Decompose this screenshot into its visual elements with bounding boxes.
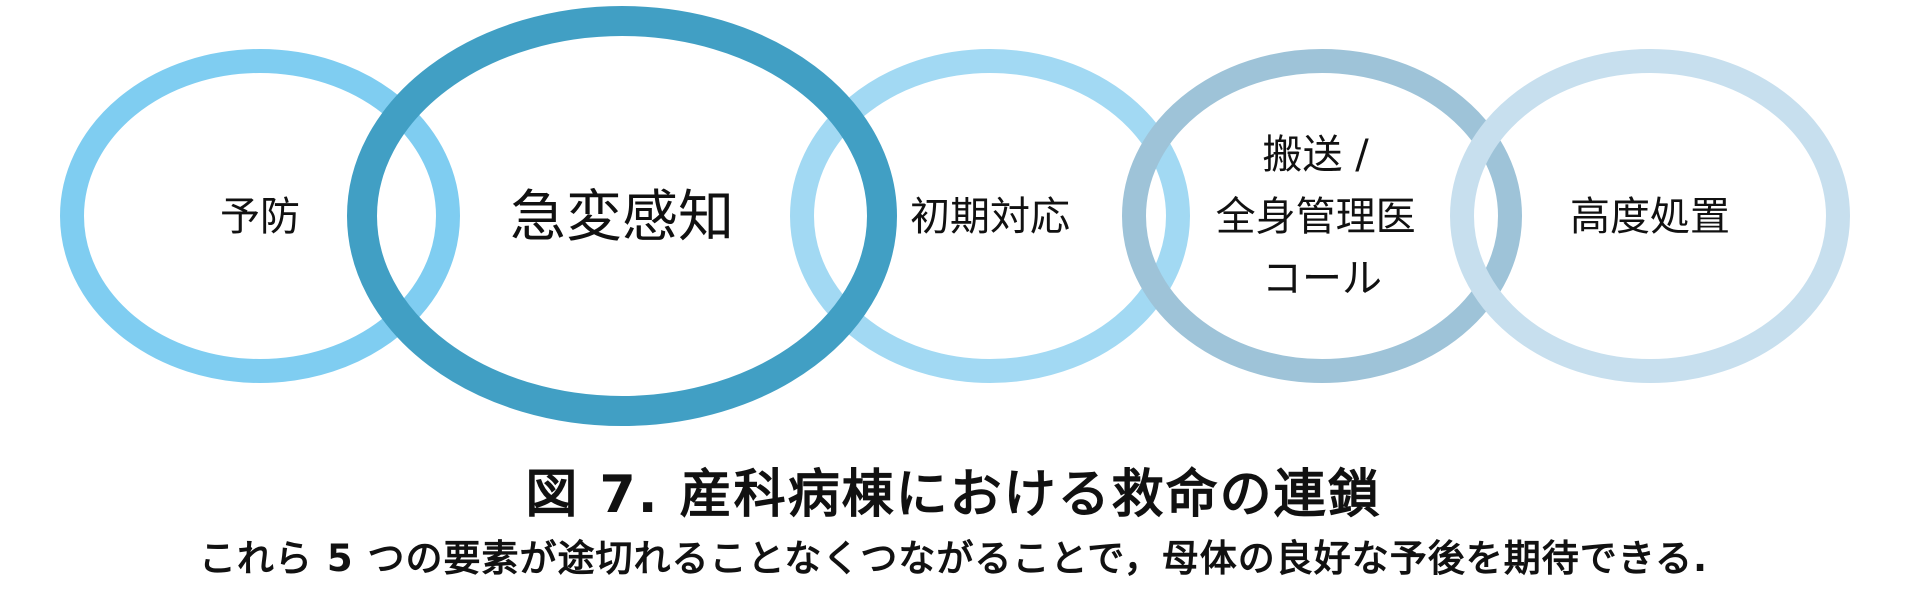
figure-caption: これら 5 つの要素が途切れることなくつながることで，母体の良好な予後を期待でき… — [198, 537, 1709, 580]
ring-transport-call — [1122, 49, 1522, 383]
label-prevention: 予防 — [220, 194, 300, 240]
chain-of-survival-diagram: 予防 急変感知 初期対応 搬送 / 全身管理医 コール 高度処置 — [60, 6, 1850, 426]
label-transport-call: 搬送 / 全身管理医 コール — [1216, 132, 1429, 302]
label-initial-response: 初期対応 — [910, 194, 1070, 240]
label-deterioration-detection: 急変感知 — [510, 185, 734, 250]
ring-prevention — [60, 49, 460, 383]
ring-deterioration-detection — [347, 6, 897, 426]
figure-title: 図 7. 産科病棟における救命の連鎖 — [525, 465, 1382, 525]
ring-initial-response — [790, 49, 1190, 383]
label-advanced-procedure: 高度処置 — [1570, 194, 1730, 240]
ring-advanced-procedure — [1450, 49, 1850, 383]
